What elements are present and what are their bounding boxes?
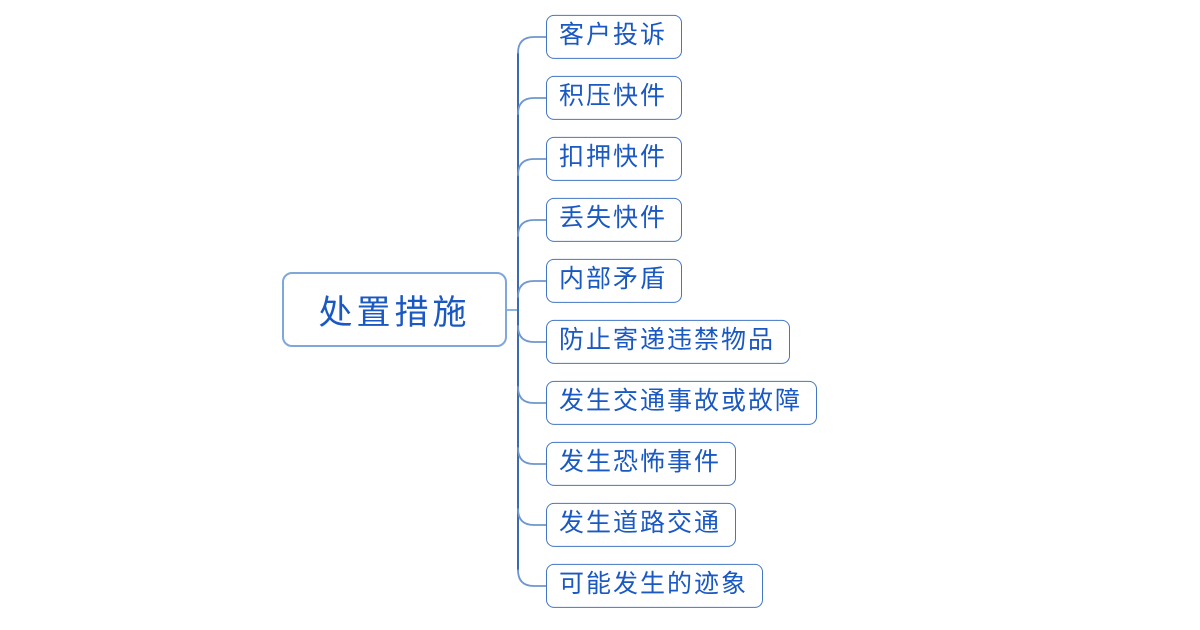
branch-line — [517, 447, 547, 465]
branch-line — [517, 280, 547, 298]
branch-line — [517, 97, 547, 115]
child-node-label: 可能发生的迹象 — [559, 570, 749, 598]
branch-line — [517, 36, 547, 54]
mindmap-child-node[interactable]: 防止寄递违禁物品 — [546, 319, 791, 365]
mindmap-root-node[interactable]: 处置措施 — [282, 272, 507, 347]
child-node-label: 扣押快件 — [559, 143, 668, 171]
child-node-label: 积压快件 — [559, 82, 668, 110]
child-node-label: 丢失快件 — [559, 204, 668, 232]
child-node-label: 防止寄递违禁物品 — [559, 326, 776, 354]
child-node-label: 内部矛盾 — [559, 265, 668, 293]
branch-line — [517, 508, 547, 526]
child-node-label: 发生交通事故或故障 — [559, 387, 803, 415]
branch-line — [517, 386, 547, 404]
branch-line — [517, 569, 547, 587]
mindmap-child-node[interactable]: 可能发生的迹象 — [546, 563, 764, 609]
child-node-label: 发生道路交通 — [559, 509, 722, 537]
child-node-label: 发生恐怖事件 — [559, 448, 722, 476]
branch-line — [517, 219, 547, 237]
mindmap-child-node[interactable]: 发生恐怖事件 — [546, 441, 737, 487]
mindmap-child-node[interactable]: 扣押快件 — [546, 136, 683, 182]
mindmap-child-node[interactable]: 丢失快件 — [546, 197, 683, 243]
mindmap-child-node[interactable]: 内部矛盾 — [546, 258, 683, 304]
branch-line — [517, 325, 547, 343]
child-node-label: 客户投诉 — [559, 21, 668, 49]
mindmap-child-node[interactable]: 发生交通事故或故障 — [546, 380, 818, 426]
branch-line — [517, 158, 547, 176]
mindmap-child-node[interactable]: 发生道路交通 — [546, 502, 737, 548]
mindmap-child-node[interactable]: 积压快件 — [546, 75, 683, 121]
root-node-label: 处置措施 — [318, 295, 471, 332]
mindmap-child-node[interactable]: 客户投诉 — [546, 14, 683, 60]
